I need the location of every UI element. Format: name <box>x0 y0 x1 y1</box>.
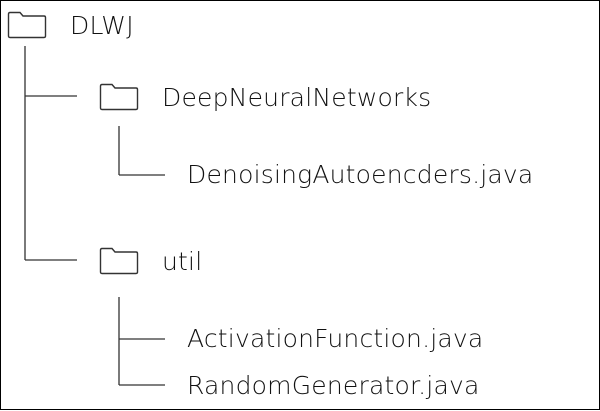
tree-node-label: RandomGenerator.java <box>187 370 480 400</box>
folder-icon <box>99 247 139 275</box>
tree-node-label: DeepNeuralNetworks <box>162 82 432 112</box>
tree-node-label: util <box>162 246 203 276</box>
tree-node-label: DenoisingAutoencders.java <box>187 159 534 189</box>
tree-node-randomgenerator[interactable]: RandomGenerator.java <box>187 365 480 405</box>
folder-icon <box>7 11 47 39</box>
tree-node-root[interactable]: DLWJ <box>7 5 134 45</box>
tree-node-activationfunction[interactable]: ActivationFunction.java <box>187 318 483 358</box>
tree-node-deepneuralnetworks[interactable]: DeepNeuralNetworks <box>99 77 431 117</box>
folder-icon <box>99 83 139 111</box>
tree-node-label: ActivationFunction.java <box>187 323 484 353</box>
tree-node-denoisingautoencders[interactable]: DenoisingAutoencders.java <box>187 154 533 194</box>
tree-node-label: DLWJ <box>70 10 134 40</box>
tree-node-util[interactable]: util <box>99 241 202 281</box>
